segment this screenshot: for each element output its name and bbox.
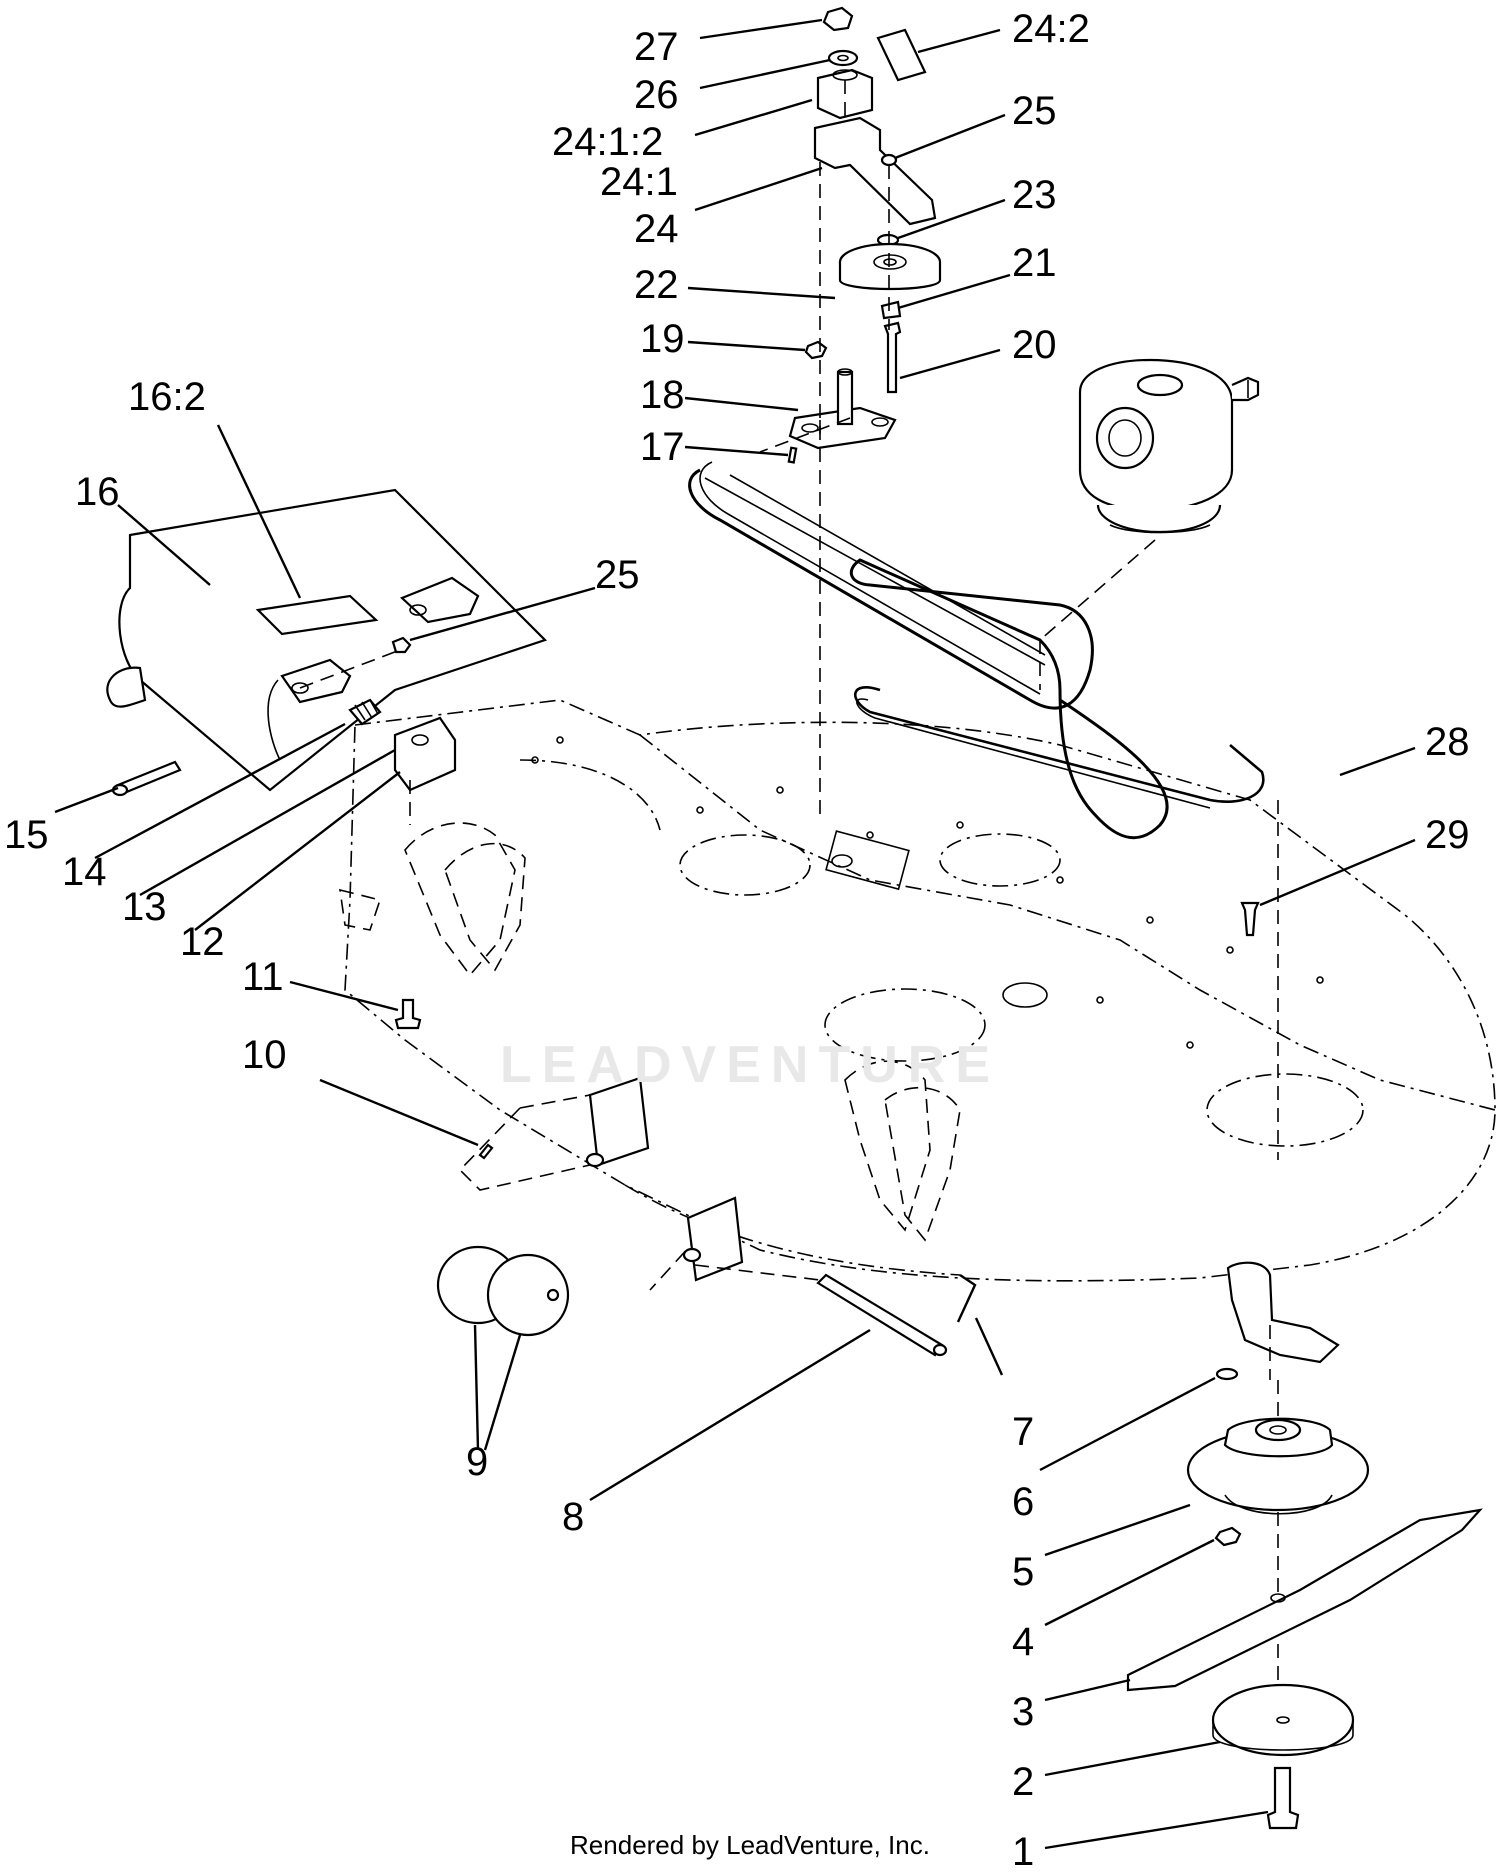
callout-24-1: 24:1 [600, 160, 678, 204]
callout-19: 19 [640, 317, 685, 361]
callout-29: 29 [1425, 813, 1470, 857]
drive-belt [688, 461, 1279, 1160]
decal-24-2 [876, 28, 927, 82]
callout-3: 3 [1012, 1690, 1034, 1734]
footer-credit: Rendered by LeadVenture, Inc. [570, 1830, 930, 1860]
callout-27: 27 [634, 25, 679, 69]
spindle-blade-assembly [1126, 1261, 1483, 1830]
washer-6 [1215, 1367, 1239, 1381]
callout-22: 22 [634, 263, 679, 307]
callout-24-1-2: 24:1:2 [552, 120, 663, 164]
callout-18: 18 [640, 373, 685, 417]
callout-25-cover: 25 [595, 553, 640, 597]
watermark: LEADVENTURE [499, 1036, 1001, 1094]
idler-plate [788, 406, 897, 450]
bolt-29 [1240, 901, 1260, 937]
callout-16-2: 16:2 [128, 375, 206, 419]
callout-20: 20 [1012, 323, 1057, 367]
callout-10: 10 [242, 1033, 287, 1077]
nut-27 [822, 6, 854, 32]
callout-11: 11 [242, 955, 284, 999]
callout-8: 8 [562, 1495, 584, 1539]
callout-6: 6 [1012, 1480, 1034, 1524]
callout-5: 5 [1012, 1550, 1034, 1594]
callout-labels: 27 26 24:2 24:1:2 25 24:1 24 23 22 21 19… [4, 7, 1470, 1874]
callout-21: 21 [1012, 241, 1057, 285]
callout-2: 2 [1012, 1760, 1034, 1804]
leader-lines [54, 18, 1416, 1850]
washer-26 [827, 49, 859, 67]
mower-deck-outline [339, 699, 1496, 1282]
callout-4: 4 [1012, 1620, 1034, 1664]
bolt-11 [394, 998, 422, 1030]
blade-bolt [1266, 1766, 1300, 1830]
callout-12: 12 [180, 920, 225, 964]
callout-28: 28 [1425, 720, 1470, 764]
callout-16: 16 [75, 470, 120, 514]
axle-8 [816, 1273, 944, 1357]
callout-24-2: 24:2 [1012, 7, 1090, 51]
belt-cover [118, 488, 548, 792]
callout-9: 9 [466, 1440, 488, 1484]
callout-7: 7 [1012, 1410, 1034, 1454]
gearbox [1039, 358, 1260, 641]
bracket-12 [393, 716, 457, 792]
callout-14: 14 [62, 850, 107, 894]
callout-24: 24 [634, 207, 679, 251]
belt-cover-assembly [106, 488, 548, 825]
callout-26: 26 [634, 73, 679, 117]
callout-25-top: 25 [1012, 89, 1057, 133]
blade-cup [1211, 1683, 1355, 1757]
callout-17: 17 [640, 425, 685, 469]
anti-scalp-wheels [436, 1076, 977, 1357]
decal-16-2 [255, 594, 379, 636]
idler-arm-assembly [759, 6, 942, 822]
callout-15: 15 [4, 813, 49, 857]
callout-1: 1 [1012, 1830, 1034, 1874]
callout-23: 23 [1012, 173, 1057, 217]
callout-13: 13 [122, 885, 167, 929]
idler-arm [813, 116, 937, 226]
wheel-b [486, 1253, 570, 1337]
blade [1126, 1508, 1483, 1692]
